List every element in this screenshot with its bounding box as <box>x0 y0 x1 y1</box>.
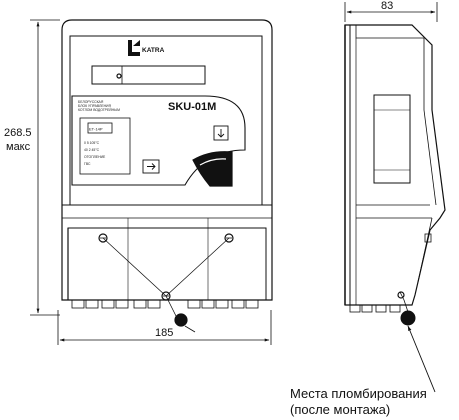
cover-screw-right <box>224 233 234 243</box>
up-button <box>213 125 229 141</box>
terminal-cover <box>67 227 267 301</box>
callout-line-1: Места пломбирования <box>290 386 427 401</box>
front-upper-cover <box>69 35 263 206</box>
side-view <box>344 24 446 313</box>
height-value: 268.5 <box>4 127 32 139</box>
panel-label-frame <box>79 117 131 175</box>
cable-glands-side <box>349 304 401 313</box>
display-label: ЕТ-14Р <box>89 127 103 132</box>
seal-callout-leaders <box>184 325 436 393</box>
front-view <box>61 19 273 327</box>
seal-screw-side <box>397 291 405 299</box>
panel-row-3: ОТОПЛЕНИЕ <box>84 155 106 159</box>
height-note: макс <box>6 141 31 153</box>
right-button <box>142 159 160 174</box>
control-panel <box>71 95 246 186</box>
panel-row-1: 0 5 105°C <box>84 141 100 145</box>
encoder-wedge <box>192 151 233 187</box>
model-text: SKU-01M <box>168 101 216 113</box>
brand-logo <box>128 40 140 56</box>
panel-header-line-2: БЛОК УПРАВЛЕНИЯ <box>78 104 111 108</box>
cable-glands-front <box>71 299 259 309</box>
side-housing-outline <box>344 24 446 306</box>
panel-row-4: ГВС <box>84 162 91 166</box>
display-window <box>87 122 113 134</box>
seal-wire-front <box>102 237 230 297</box>
width-dimension <box>57 310 272 345</box>
panel-header-line-3: КОТЛОМ ВОДОГРЕЙНЫМ <box>78 108 120 112</box>
callout-line-2: (после монтажа) <box>290 402 390 417</box>
top-window <box>91 65 206 85</box>
front-housing-outline <box>61 19 273 301</box>
width-value: 185 <box>155 327 173 339</box>
cover-screw-left <box>98 233 108 243</box>
depth-value: 83 <box>381 0 393 12</box>
brand-text: KATRA <box>142 47 165 54</box>
panel-row-2: 40 2 45°C <box>84 148 100 152</box>
depth-dimension <box>344 2 438 22</box>
side-window <box>373 94 411 184</box>
seal-screw-front <box>161 291 171 301</box>
seal-front <box>174 313 188 327</box>
height-dimension <box>30 19 60 316</box>
panel-header-line-1: БЕЛОРУССКАЯ <box>78 100 104 104</box>
seal-side <box>400 310 416 326</box>
